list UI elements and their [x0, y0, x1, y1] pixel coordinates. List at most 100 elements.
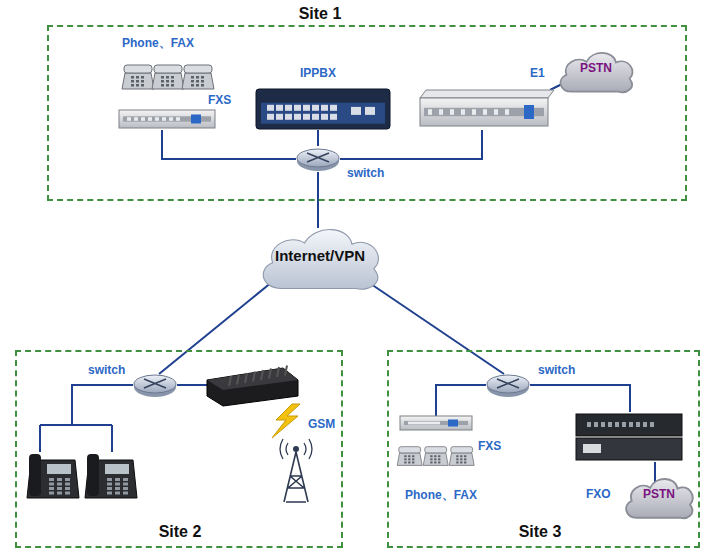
phone-wire — [40, 385, 133, 452]
tower-frame — [284, 452, 308, 502]
network-switch: switch — [486, 372, 530, 398]
gsm-antenna — [269, 369, 271, 379]
fxo-port — [594, 422, 598, 427]
phone-key — [460, 462, 462, 464]
device-icon — [296, 146, 340, 172]
device-label: Internet/VPN — [256, 247, 384, 264]
phone-key — [408, 462, 410, 464]
ip-phone-key — [57, 487, 62, 490]
fxo-port — [650, 422, 654, 427]
phone-key — [438, 462, 440, 464]
tower-top — [293, 446, 299, 452]
ip-phone-key — [123, 487, 128, 490]
rack-logo — [191, 115, 201, 124]
ip-phone-key — [49, 492, 54, 495]
fxo-port — [636, 422, 640, 427]
e1-gateway: E1 — [418, 88, 556, 130]
phone-key — [464, 462, 466, 464]
phone-key — [404, 462, 406, 464]
ippbx-port — [294, 114, 301, 120]
e1-top — [420, 90, 554, 98]
phone-icon — [449, 447, 474, 466]
fxo-port — [608, 422, 612, 427]
ip-phone-key — [107, 487, 112, 490]
gsm-antenna — [229, 376, 231, 386]
switch-top — [487, 375, 529, 393]
pstn-cloud: PSTN — [622, 474, 696, 520]
device-label: Phone、FAX — [405, 489, 477, 503]
gsm-antenna — [277, 367, 279, 377]
ip-phone — [85, 454, 137, 498]
phone-key — [201, 76, 204, 79]
rack-port — [505, 109, 509, 115]
fxs-gateway: Phone、FAXFXS — [115, 55, 219, 130]
phone-handset — [451, 447, 473, 453]
device-icon — [398, 414, 474, 480]
switch-top — [297, 149, 339, 167]
phone-icon — [122, 65, 154, 89]
device-label: GSM — [308, 418, 335, 432]
fxo-case — [576, 438, 682, 460]
ip-phone-key — [49, 487, 54, 490]
fxo-port — [587, 422, 591, 427]
rack-port — [432, 422, 436, 425]
gsm-antenna — [245, 373, 247, 383]
phone-key — [430, 462, 432, 464]
device-icon — [205, 366, 300, 408]
fxo-label — [583, 444, 601, 453]
phone-key — [131, 80, 134, 83]
phone-key — [136, 80, 139, 83]
device-icon — [575, 412, 683, 462]
phone-key — [456, 455, 458, 457]
phone-handset — [399, 447, 421, 453]
rack-port — [472, 109, 476, 115]
phone-body — [397, 453, 422, 465]
ippbx-case — [256, 89, 390, 129]
fxo-port — [629, 422, 633, 427]
device-label: switch — [88, 364, 125, 378]
phone-key — [166, 76, 169, 79]
ip-phone-key — [57, 483, 62, 486]
ippbx-port — [276, 114, 283, 120]
network-link — [317, 130, 319, 146]
device-label: switch — [538, 364, 575, 378]
phone-key — [464, 455, 466, 457]
phone-key — [141, 76, 144, 79]
phone-key — [191, 80, 194, 83]
ip-phone-key — [65, 478, 70, 481]
phone-body — [423, 453, 448, 465]
device-label: PSTN — [556, 62, 636, 76]
phone-key — [460, 458, 462, 460]
fxs-gateway: FXSPhone、FAX — [398, 414, 474, 480]
phone-key — [196, 84, 199, 87]
fxo-gateway: FXO — [575, 412, 683, 462]
phone-key — [141, 80, 144, 83]
switch-top — [134, 375, 176, 393]
phone-key — [196, 80, 199, 83]
phone-body — [182, 73, 214, 89]
rack-port — [155, 117, 159, 121]
rack-port — [176, 117, 180, 121]
ippbx-port — [312, 105, 319, 111]
ippbx-port — [351, 107, 361, 115]
rack-port — [461, 109, 465, 115]
ip-phone — [27, 454, 79, 498]
ip-phone-key — [65, 487, 70, 490]
phone-key — [201, 84, 204, 87]
phone-key — [430, 455, 432, 457]
phone-key — [131, 84, 134, 87]
ip-phone-key — [107, 492, 112, 495]
site-title: Site 1 — [230, 5, 410, 23]
phone-key — [408, 458, 410, 460]
phone-key — [404, 455, 406, 457]
ippbx-port — [330, 105, 337, 111]
rack-device — [420, 98, 548, 126]
site-region: Site 1Phone、FAXFXSIPPBXE1PSTNswitch — [47, 25, 687, 201]
phone-key — [464, 458, 466, 460]
phone-key — [412, 455, 414, 457]
phone-handset — [184, 65, 212, 73]
rack-port — [420, 422, 424, 425]
phone-key — [438, 458, 440, 460]
switch-arrows — [307, 153, 329, 162]
